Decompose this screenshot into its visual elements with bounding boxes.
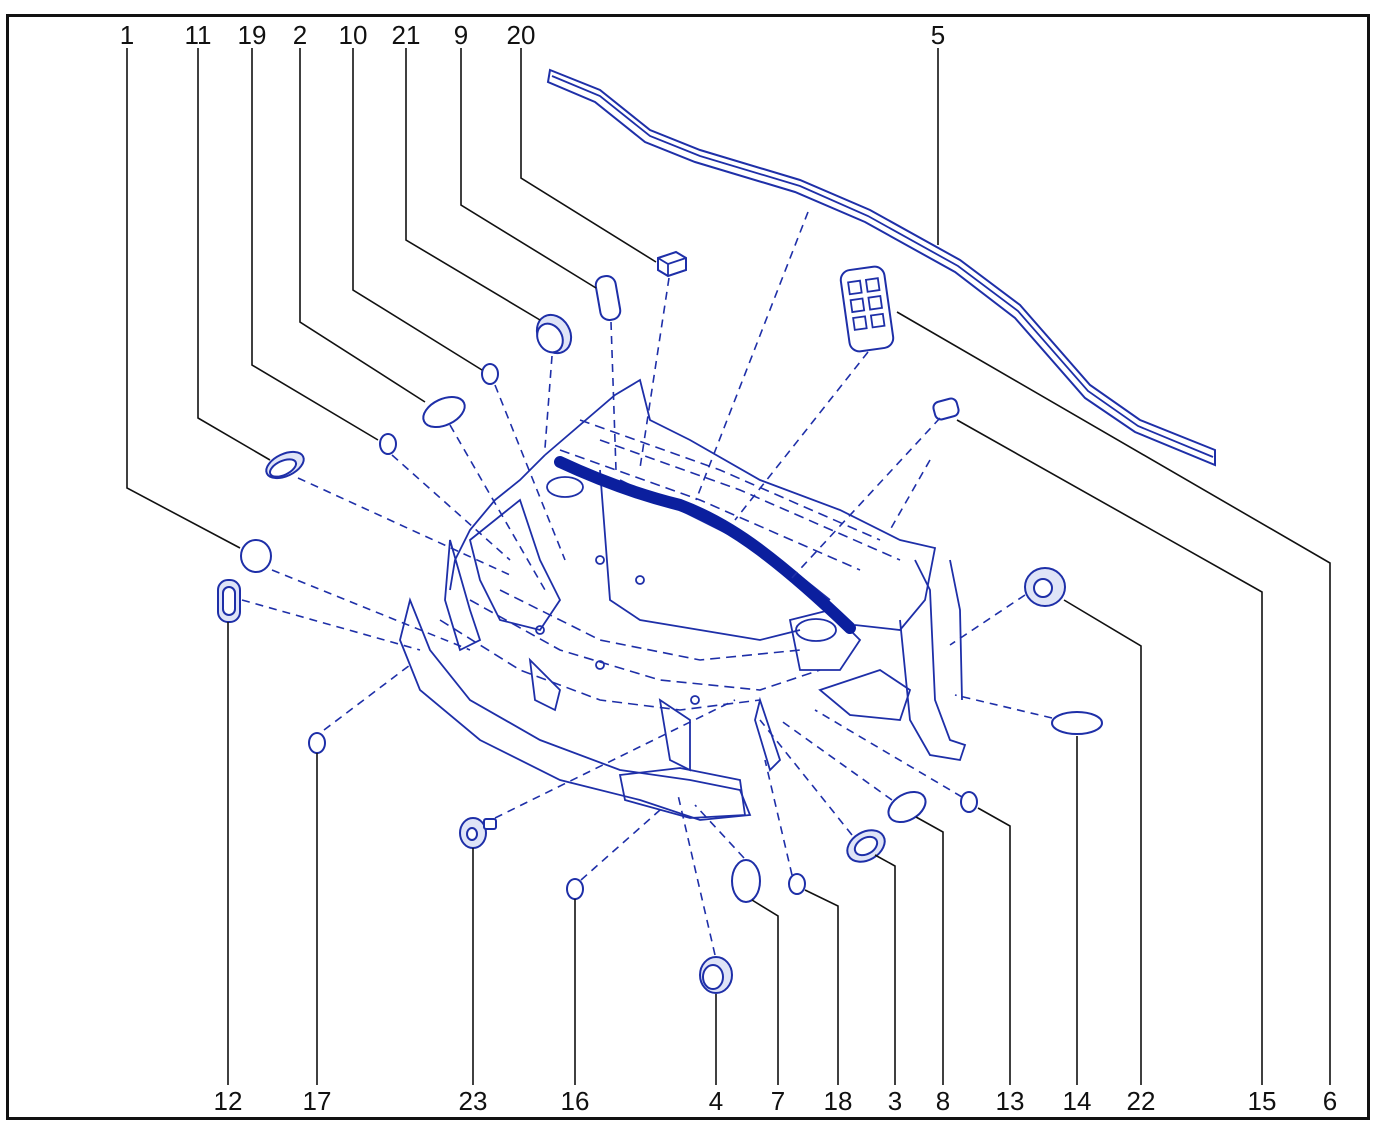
part-17-plug: [308, 732, 326, 754]
part-3-oval-plug: [846, 829, 886, 863]
callout-4: 4: [709, 1086, 723, 1116]
part-23-fastener: [459, 817, 497, 849]
part-2-oval-plug: [422, 395, 466, 429]
part-15-small-plug: [932, 397, 960, 421]
callout-3: 3: [888, 1086, 902, 1116]
part-4-round-plug: [699, 956, 733, 994]
part-10-ring: [481, 363, 499, 385]
bottom-callouts: 12 17 23 16 4 7 18 3 8 13 14 22 15 6: [214, 1086, 1338, 1116]
diagram-frame: [6, 14, 1370, 1120]
callout-21: 21: [392, 20, 421, 50]
part-13-plug: [960, 791, 978, 813]
part-5-seal-strip: [546, 68, 1216, 467]
part-11-oval-plug: [265, 450, 305, 480]
callout-15: 15: [1248, 1086, 1277, 1116]
front-body-structure: [399, 378, 967, 821]
callout-9: 9: [454, 20, 468, 50]
callout-7: 7: [771, 1086, 785, 1116]
callout-18: 18: [824, 1086, 853, 1116]
callout-5: 5: [931, 20, 945, 50]
callout-16: 16: [561, 1086, 590, 1116]
callout-12: 12: [214, 1086, 243, 1116]
callout-20: 20: [507, 20, 536, 50]
callout-10: 10: [339, 20, 368, 50]
part-20-pad: [657, 250, 687, 278]
leader-lines: [126, 48, 1331, 1085]
part-6-vent-panel: [839, 265, 895, 353]
part-12-oval-grommet: [217, 579, 241, 623]
callout-8: 8: [936, 1086, 950, 1116]
callout-6: 6: [1323, 1086, 1337, 1116]
callout-14: 14: [1063, 1086, 1092, 1116]
callout-17: 17: [303, 1086, 332, 1116]
part-18-plug: [788, 873, 806, 895]
callout-23: 23: [459, 1086, 488, 1116]
part-14-oval-plug: [1051, 711, 1103, 735]
callout-22: 22: [1127, 1086, 1156, 1116]
part-8-oval-plug: [887, 790, 927, 824]
part-19-ring: [379, 433, 397, 455]
installation-lines: [241, 211, 1053, 956]
callout-1: 1: [120, 20, 134, 50]
part-22-bushing: [1024, 567, 1066, 607]
part-21-plug: [535, 313, 573, 355]
part-7-oval-plug: [731, 859, 761, 903]
part-1-round-plug: [240, 539, 272, 573]
callout-19: 19: [238, 20, 267, 50]
callout-11: 11: [185, 20, 212, 50]
part-16-plug: [566, 878, 584, 900]
top-callouts: 1 11 19 2 10 21 9 20 5: [120, 20, 945, 50]
callout-13: 13: [996, 1086, 1025, 1116]
part-9-grommet: [594, 275, 622, 321]
callout-2: 2: [293, 20, 307, 50]
